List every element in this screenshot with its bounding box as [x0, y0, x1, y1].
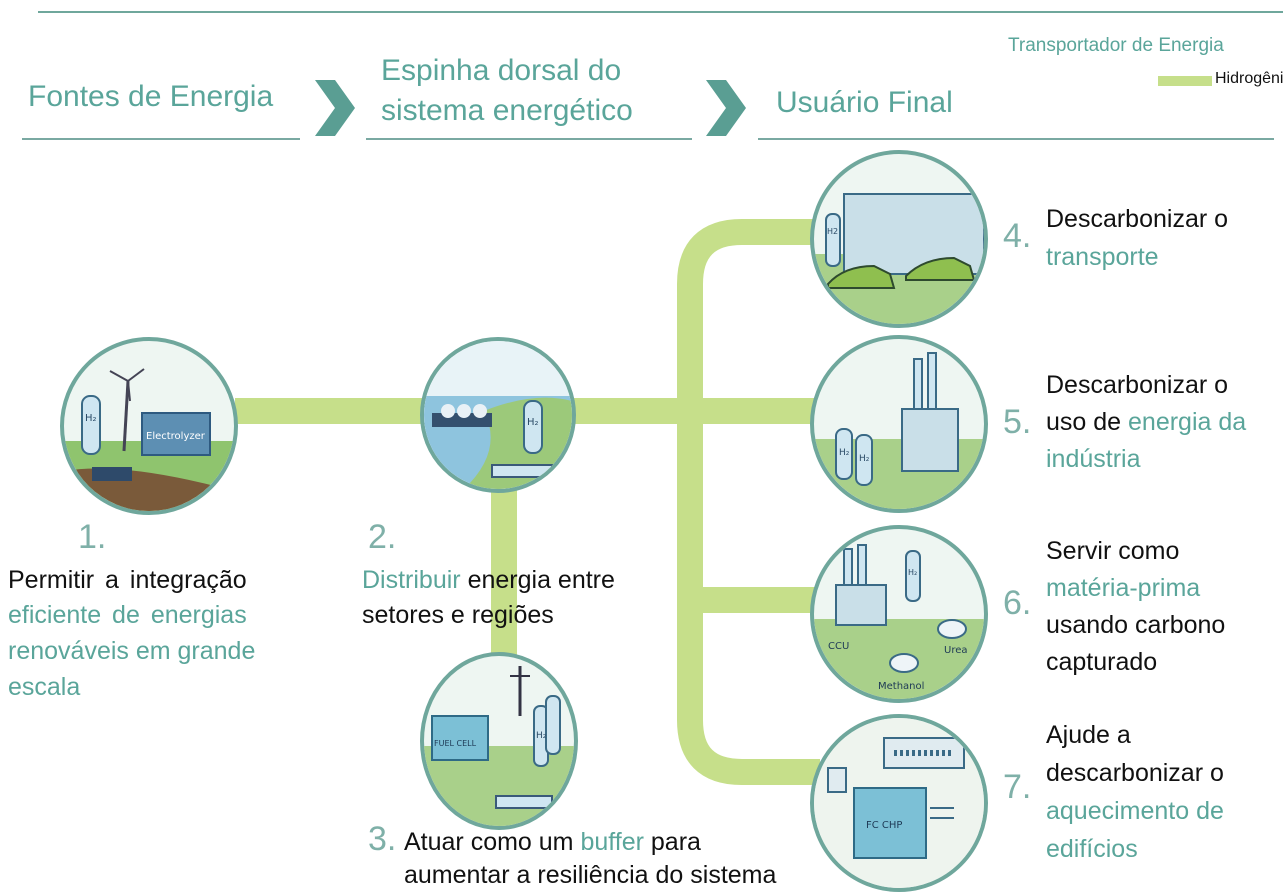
item-5-keyword: energia da [1128, 408, 1247, 436]
item-7-number: 7. [1003, 768, 1032, 806]
item-1-line4: escala [8, 673, 81, 701]
item-3-number: 3. [368, 820, 397, 858]
c6-urea-label: Urea [944, 645, 968, 656]
c2-h2-label: H₂ [527, 417, 539, 428]
c3-h2-label: H₂ [536, 731, 547, 741]
c1-h2-label: H₂ [85, 413, 97, 424]
c1-device-label: Electrolyzer [146, 431, 206, 442]
header-end-user: Usuário Final [776, 86, 953, 119]
c6-h2-label: H₂ [908, 568, 917, 577]
transport-illustration: H2 [810, 150, 988, 328]
item-6-line3: usando carbono [1046, 611, 1226, 639]
item-6-line4: capturado [1046, 648, 1158, 676]
item-3-line1-end: para [643, 828, 701, 856]
item-3-keyword: buffer [580, 828, 644, 856]
c6-methanol-label: Methanol [878, 681, 924, 692]
item-7-line1: Ajude a [1046, 721, 1131, 749]
item-4-number: 4. [1003, 217, 1032, 255]
item-6-number: 6. [1003, 584, 1032, 622]
item-5-line1: Descarbonizar o [1046, 371, 1229, 399]
top-rule [38, 11, 1283, 13]
legend-swatch [1158, 76, 1212, 86]
c5-h2a-label: H₂ [839, 448, 850, 458]
header-backbone-line1: Espinha dorsal do [381, 54, 622, 87]
header-energy-sources: Fontes de Energia [28, 80, 274, 113]
chevron-right-icon [706, 80, 746, 136]
c5-h2b-label: H₂ [859, 454, 870, 464]
item-4-line2: transporte [1046, 243, 1159, 271]
item-1-line3: renováveis em grande [8, 637, 256, 665]
item-2-line1-rest: energia entre [460, 566, 615, 594]
fuel-cell-illustration: FUEL CELL H₂ [420, 652, 578, 830]
item-1-line1: Permitir a integração [8, 566, 247, 594]
feedstock-illustration: H₂ CCU Urea Methanol [810, 525, 988, 703]
c6-ccu-label: CCU [828, 641, 849, 652]
item-3-line2: aumentar a resiliência do sistema [404, 861, 777, 889]
c4-h2-label: H2 [827, 227, 838, 236]
item-3-line1-start: Atuar como um [404, 828, 581, 856]
legend-title: Transportador de Energia [1008, 35, 1224, 56]
item-4-line1: Descarbonizar o [1046, 205, 1229, 233]
item-7-line2: descarbonizar o [1046, 759, 1224, 787]
item-7-line4: edifícios [1046, 835, 1138, 863]
legend-item-hydrogen: Hidrogênio [1215, 70, 1283, 87]
item-1-line2: eficiente de energias [8, 601, 247, 629]
item-3-line1: Atuar como um buffer para [404, 825, 701, 859]
c7-device-label: FC CHP [866, 820, 902, 831]
industry-illustration: H₂ H₂ [810, 335, 988, 513]
item-2-number: 2. [368, 518, 397, 556]
header-underline-2 [366, 138, 692, 140]
chevron-right-icon [315, 80, 355, 136]
item-2-line1: Distribuir energia entre [362, 563, 615, 597]
item-1-number: 1. [78, 518, 107, 556]
item-2-verb: Distribuir [362, 566, 461, 594]
c3-device-label: FUEL CELL [434, 739, 477, 748]
item-6-line1: Servir como [1046, 537, 1180, 565]
item-5-line3: indústria [1046, 445, 1141, 473]
item-5-line2-start: uso de [1046, 408, 1129, 436]
header-underline-3 [758, 138, 1274, 140]
item-7-line3: aquecimento de [1046, 797, 1224, 825]
electrolyzer-illustration: H₂ Electrolyzer [60, 337, 238, 515]
item-5-number: 5. [1003, 403, 1032, 441]
item-6-line2: matéria-prima [1046, 574, 1201, 602]
distribution-illustration: H₂ [420, 337, 576, 493]
item-5-line2: uso de energia da [1046, 405, 1246, 439]
header-underline-1 [22, 138, 300, 140]
item-2-line2: setores e regiões [362, 601, 554, 629]
header-backbone-line2: sistema energético [381, 94, 633, 127]
heating-illustration: FC CHP [810, 714, 988, 892]
